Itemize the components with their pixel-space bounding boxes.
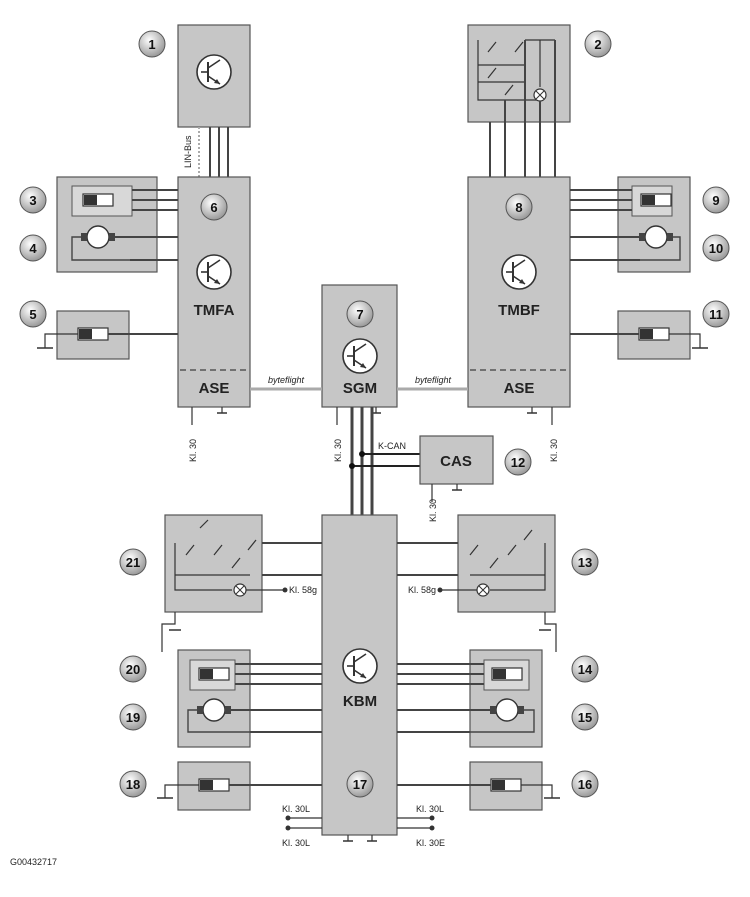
figure-id: G00432717 bbox=[10, 857, 58, 867]
svg-text:5: 5 bbox=[29, 307, 36, 322]
tmbf-label: TMBF bbox=[498, 302, 540, 319]
sgm-kl30-label: Kl. 30 bbox=[333, 439, 343, 462]
callout-2: 2 bbox=[584, 30, 612, 58]
callout-7: 7 bbox=[346, 300, 374, 328]
callout-9: 9 bbox=[702, 186, 730, 214]
callout-11: 11 bbox=[702, 300, 730, 328]
callout-19: 19 bbox=[119, 703, 147, 731]
tmbf-ase-label: ASE bbox=[504, 380, 535, 397]
left-kl58g-label: Kl. 58g bbox=[289, 585, 317, 595]
tmfa-label: TMFA bbox=[194, 302, 235, 319]
svg-text:7: 7 bbox=[356, 307, 363, 322]
module-2-box bbox=[467, 24, 571, 177]
bl-kl30l-bottom-label: Kl. 30L bbox=[282, 838, 310, 848]
svg-text:9: 9 bbox=[712, 193, 719, 208]
kbm-terminals: Kl. 30L Kl. 30L Kl. 30L Kl. 30E bbox=[282, 804, 445, 848]
sensor-16 bbox=[397, 761, 560, 811]
lin-bus-label: LIN-Bus bbox=[183, 135, 193, 168]
sensor-11 bbox=[570, 310, 708, 360]
svg-text:10: 10 bbox=[709, 241, 723, 256]
tmbf-kl30-label: Kl. 30 bbox=[549, 439, 559, 462]
module-1-box: LIN-Bus bbox=[177, 24, 251, 177]
callout-6: 6 bbox=[200, 193, 228, 221]
cas-kl30-label: Kl. 30 bbox=[428, 499, 438, 522]
callout-4: 4 bbox=[19, 234, 47, 262]
svg-text:1: 1 bbox=[148, 37, 155, 52]
callout-14: 14 bbox=[571, 655, 599, 683]
tmfa-ase-label: ASE bbox=[199, 380, 230, 397]
svg-text:21: 21 bbox=[126, 555, 140, 570]
bl-kl30l-top-label: Kl. 30L bbox=[282, 804, 310, 814]
callout-12: 12 bbox=[504, 448, 532, 476]
callout-15: 15 bbox=[571, 703, 599, 731]
svg-text:11: 11 bbox=[709, 307, 723, 322]
svg-text:8: 8 bbox=[515, 200, 522, 215]
seat-component-9-10 bbox=[570, 176, 691, 273]
seat-component-14-15 bbox=[397, 649, 543, 748]
callout-20: 20 bbox=[119, 655, 147, 683]
svg-text:18: 18 bbox=[126, 777, 140, 792]
cas-module: CAS Kl. 30 bbox=[419, 435, 494, 522]
svg-text:15: 15 bbox=[578, 710, 592, 725]
svg-text:13: 13 bbox=[578, 555, 592, 570]
cas-label: CAS bbox=[440, 453, 472, 470]
callout-1: 1 bbox=[138, 30, 166, 58]
kbm-label: KBM bbox=[343, 693, 377, 710]
right-kl58g-label: Kl. 58g bbox=[408, 585, 436, 595]
callout-5: 5 bbox=[19, 300, 47, 328]
kcan-label: K-CAN bbox=[378, 441, 406, 451]
svg-text:20: 20 bbox=[126, 662, 140, 677]
svg-text:19: 19 bbox=[126, 710, 140, 725]
callout-16: 16 bbox=[571, 770, 599, 798]
svg-text:2: 2 bbox=[594, 37, 601, 52]
svg-text:17: 17 bbox=[353, 777, 367, 792]
svg-text:12: 12 bbox=[511, 455, 525, 470]
seat-component-19-20 bbox=[177, 649, 322, 748]
br-kl30l-top-label: Kl. 30L bbox=[416, 804, 444, 814]
callout-10: 10 bbox=[702, 234, 730, 262]
byteflight-right-label: byteflight bbox=[415, 375, 452, 385]
byteflight-left-label: byteflight bbox=[268, 375, 305, 385]
svg-text:6: 6 bbox=[210, 200, 217, 215]
br-kl30e-label: Kl. 30E bbox=[416, 838, 445, 848]
svg-text:4: 4 bbox=[29, 241, 37, 256]
tmfa-kl30-label: Kl. 30 bbox=[188, 439, 198, 462]
switch-block-21: Kl. 58g bbox=[161, 514, 322, 652]
tmfa-module: TMFA ASE Kl. 30 bbox=[177, 176, 251, 462]
switch-block-13: Kl. 58g bbox=[397, 514, 557, 652]
svg-text:14: 14 bbox=[578, 662, 593, 677]
sgm-label: SGM bbox=[343, 380, 377, 397]
sensor-5 bbox=[37, 310, 178, 360]
callout-3: 3 bbox=[19, 186, 47, 214]
byteflight-bus: byteflight byteflight bbox=[250, 375, 468, 391]
seat-component-3-4 bbox=[56, 176, 178, 273]
svg-text:3: 3 bbox=[29, 193, 36, 208]
kcan-bus: K-CAN bbox=[349, 407, 420, 515]
callout-8: 8 bbox=[505, 193, 533, 221]
callout-21: 21 bbox=[119, 548, 147, 576]
callout-13: 13 bbox=[571, 548, 599, 576]
callouts: 1 2 3 4 5 6 7 8 9 10 11 12 13 14 15 16 1… bbox=[19, 30, 730, 798]
svg-text:16: 16 bbox=[578, 777, 592, 792]
callout-17: 17 bbox=[346, 770, 374, 798]
callout-18: 18 bbox=[119, 770, 147, 798]
sensor-18 bbox=[157, 761, 322, 811]
